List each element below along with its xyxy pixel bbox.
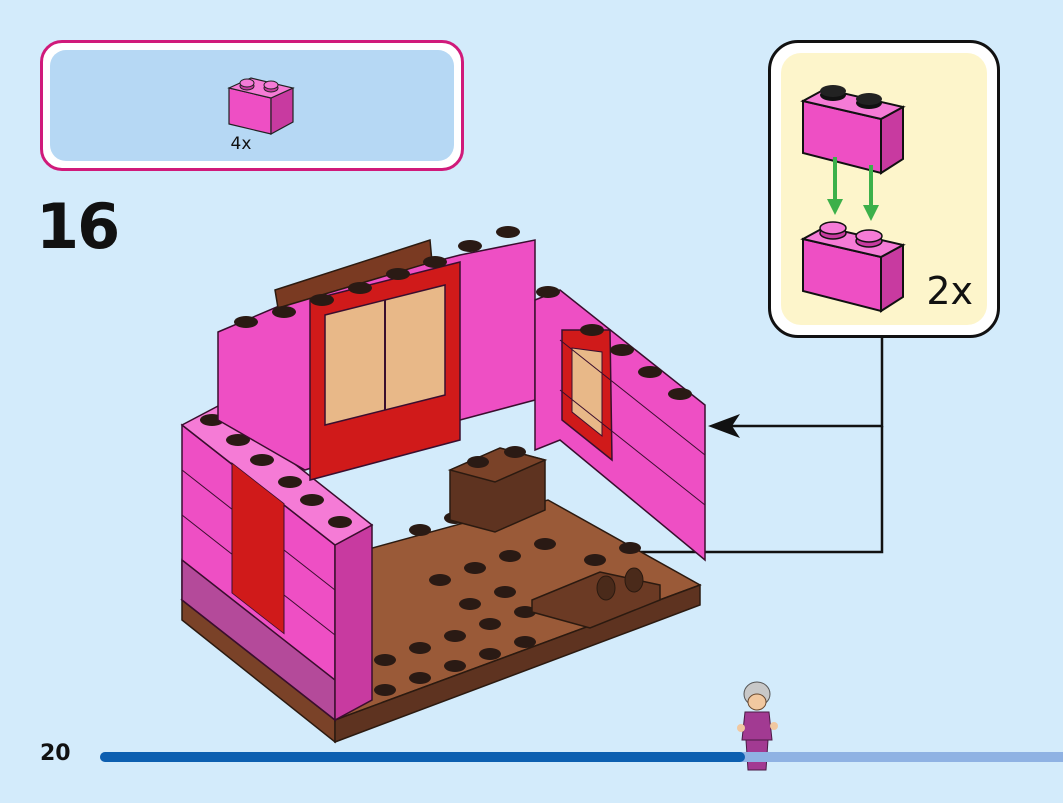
minifigure-icon <box>737 681 778 771</box>
left-pink-wall <box>180 404 374 722</box>
parts-list-panel: 4x <box>50 50 454 161</box>
baseplate-studs <box>374 512 641 696</box>
brown-chair <box>531 567 661 629</box>
sub-assembly-callout: 2x <box>768 40 1000 338</box>
bottom-brick-icon <box>800 221 906 313</box>
part-quantity: 4x <box>230 134 252 154</box>
step-number: 16 <box>36 190 120 263</box>
progress-bar-fill <box>100 752 746 762</box>
callout-panel: 2x <box>781 53 987 325</box>
progress-bar <box>100 752 1063 762</box>
brown-table <box>447 446 548 533</box>
back-pink-wall <box>217 226 536 481</box>
down-arrow-icon <box>827 157 879 221</box>
parts-list-box: 4x <box>40 40 464 171</box>
callout-multiplier: 2x <box>926 269 973 313</box>
right-pink-wall <box>534 286 706 562</box>
brick-stacking-diagram <box>800 85 906 313</box>
page-number: 20 <box>40 741 71 766</box>
top-brick-icon <box>800 85 906 175</box>
pink-brick-1x2-icon <box>227 77 295 136</box>
